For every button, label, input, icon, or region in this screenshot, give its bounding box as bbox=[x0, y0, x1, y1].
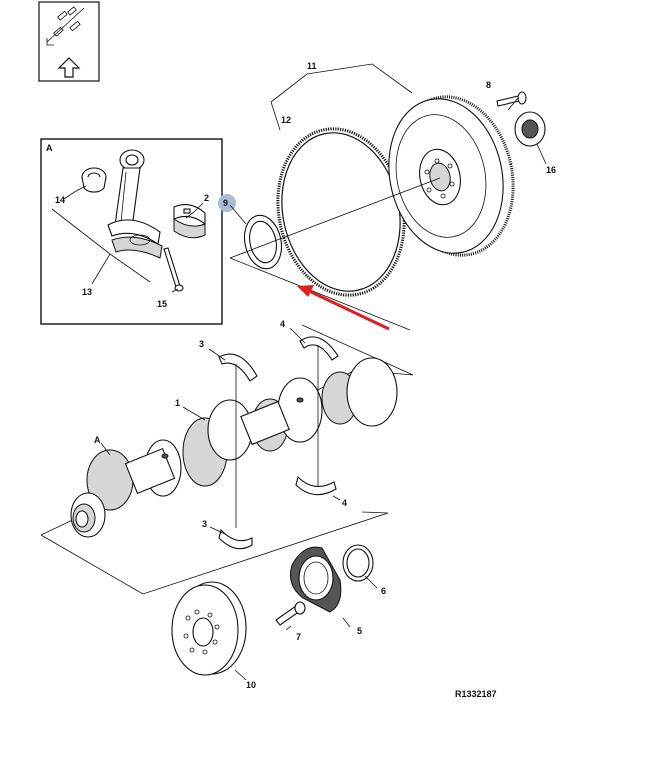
callout-11: 11 bbox=[307, 61, 317, 71]
rod-bolt bbox=[163, 247, 184, 292]
callout-10: 10 bbox=[246, 680, 256, 690]
callout-1: 1 bbox=[175, 398, 180, 408]
view-navigation-box[interactable] bbox=[38, 1, 100, 82]
highlight-marker bbox=[218, 194, 236, 212]
leader-lines bbox=[100, 204, 378, 681]
flywheel-bolt bbox=[496, 91, 527, 107]
red-indicator-arrow bbox=[297, 285, 390, 331]
flywheel-assembly bbox=[229, 63, 547, 331]
rod-bearing-shells bbox=[173, 204, 206, 239]
rear-seal-carrier bbox=[289, 546, 342, 613]
callout-14: 14 bbox=[55, 195, 65, 205]
thrust-bearing-upper-shell bbox=[299, 336, 339, 490]
flywheel bbox=[388, 95, 515, 257]
callout-6: 6 bbox=[381, 586, 386, 596]
callout-5: 5 bbox=[357, 626, 362, 636]
small-end-bushing bbox=[81, 167, 107, 193]
callout-9: 9 bbox=[223, 198, 228, 208]
rear-seal-o-ring bbox=[342, 544, 374, 582]
callout-15: 15 bbox=[157, 299, 167, 309]
crankshaft bbox=[70, 357, 398, 545]
rear-seal-ring bbox=[243, 214, 283, 270]
crankshaft-detail-mark: A bbox=[94, 435, 101, 445]
connecting-rod bbox=[107, 149, 163, 259]
seal-carrier-bolt bbox=[275, 601, 306, 626]
callout-12: 12 bbox=[281, 115, 291, 125]
callout-13: 13 bbox=[82, 287, 92, 297]
callout-3-upper: 3 bbox=[199, 339, 204, 349]
main-bearing-upper-shell bbox=[218, 353, 258, 528]
callout-4-upper: 4 bbox=[280, 319, 285, 329]
detail-box-label: A bbox=[46, 143, 53, 153]
callout-8: 8 bbox=[486, 80, 491, 90]
pilot-bearing bbox=[514, 111, 546, 147]
vibration-damper bbox=[171, 581, 247, 676]
callout-16: 16 bbox=[546, 165, 556, 175]
callout-2: 2 bbox=[204, 193, 209, 203]
thrust-bearing-lower-shell bbox=[295, 475, 337, 496]
exploded-view-thumbnail-icon bbox=[46, 6, 85, 46]
detail-box-a: A bbox=[40, 138, 223, 325]
arrow-up-icon bbox=[57, 57, 81, 78]
main-bearing-lower-shell bbox=[218, 528, 253, 550]
callout-7: 7 bbox=[296, 632, 301, 642]
callout-labels: 1 2 3 3 4 4 5 6 7 8 9 10 11 12 13 14 15 … bbox=[55, 61, 556, 690]
callout-4-lower: 4 bbox=[342, 498, 347, 508]
crankshaft-assembly bbox=[40, 324, 414, 595]
callout-3-lower: 3 bbox=[202, 519, 207, 529]
reference-code: R1332187 bbox=[455, 689, 497, 699]
